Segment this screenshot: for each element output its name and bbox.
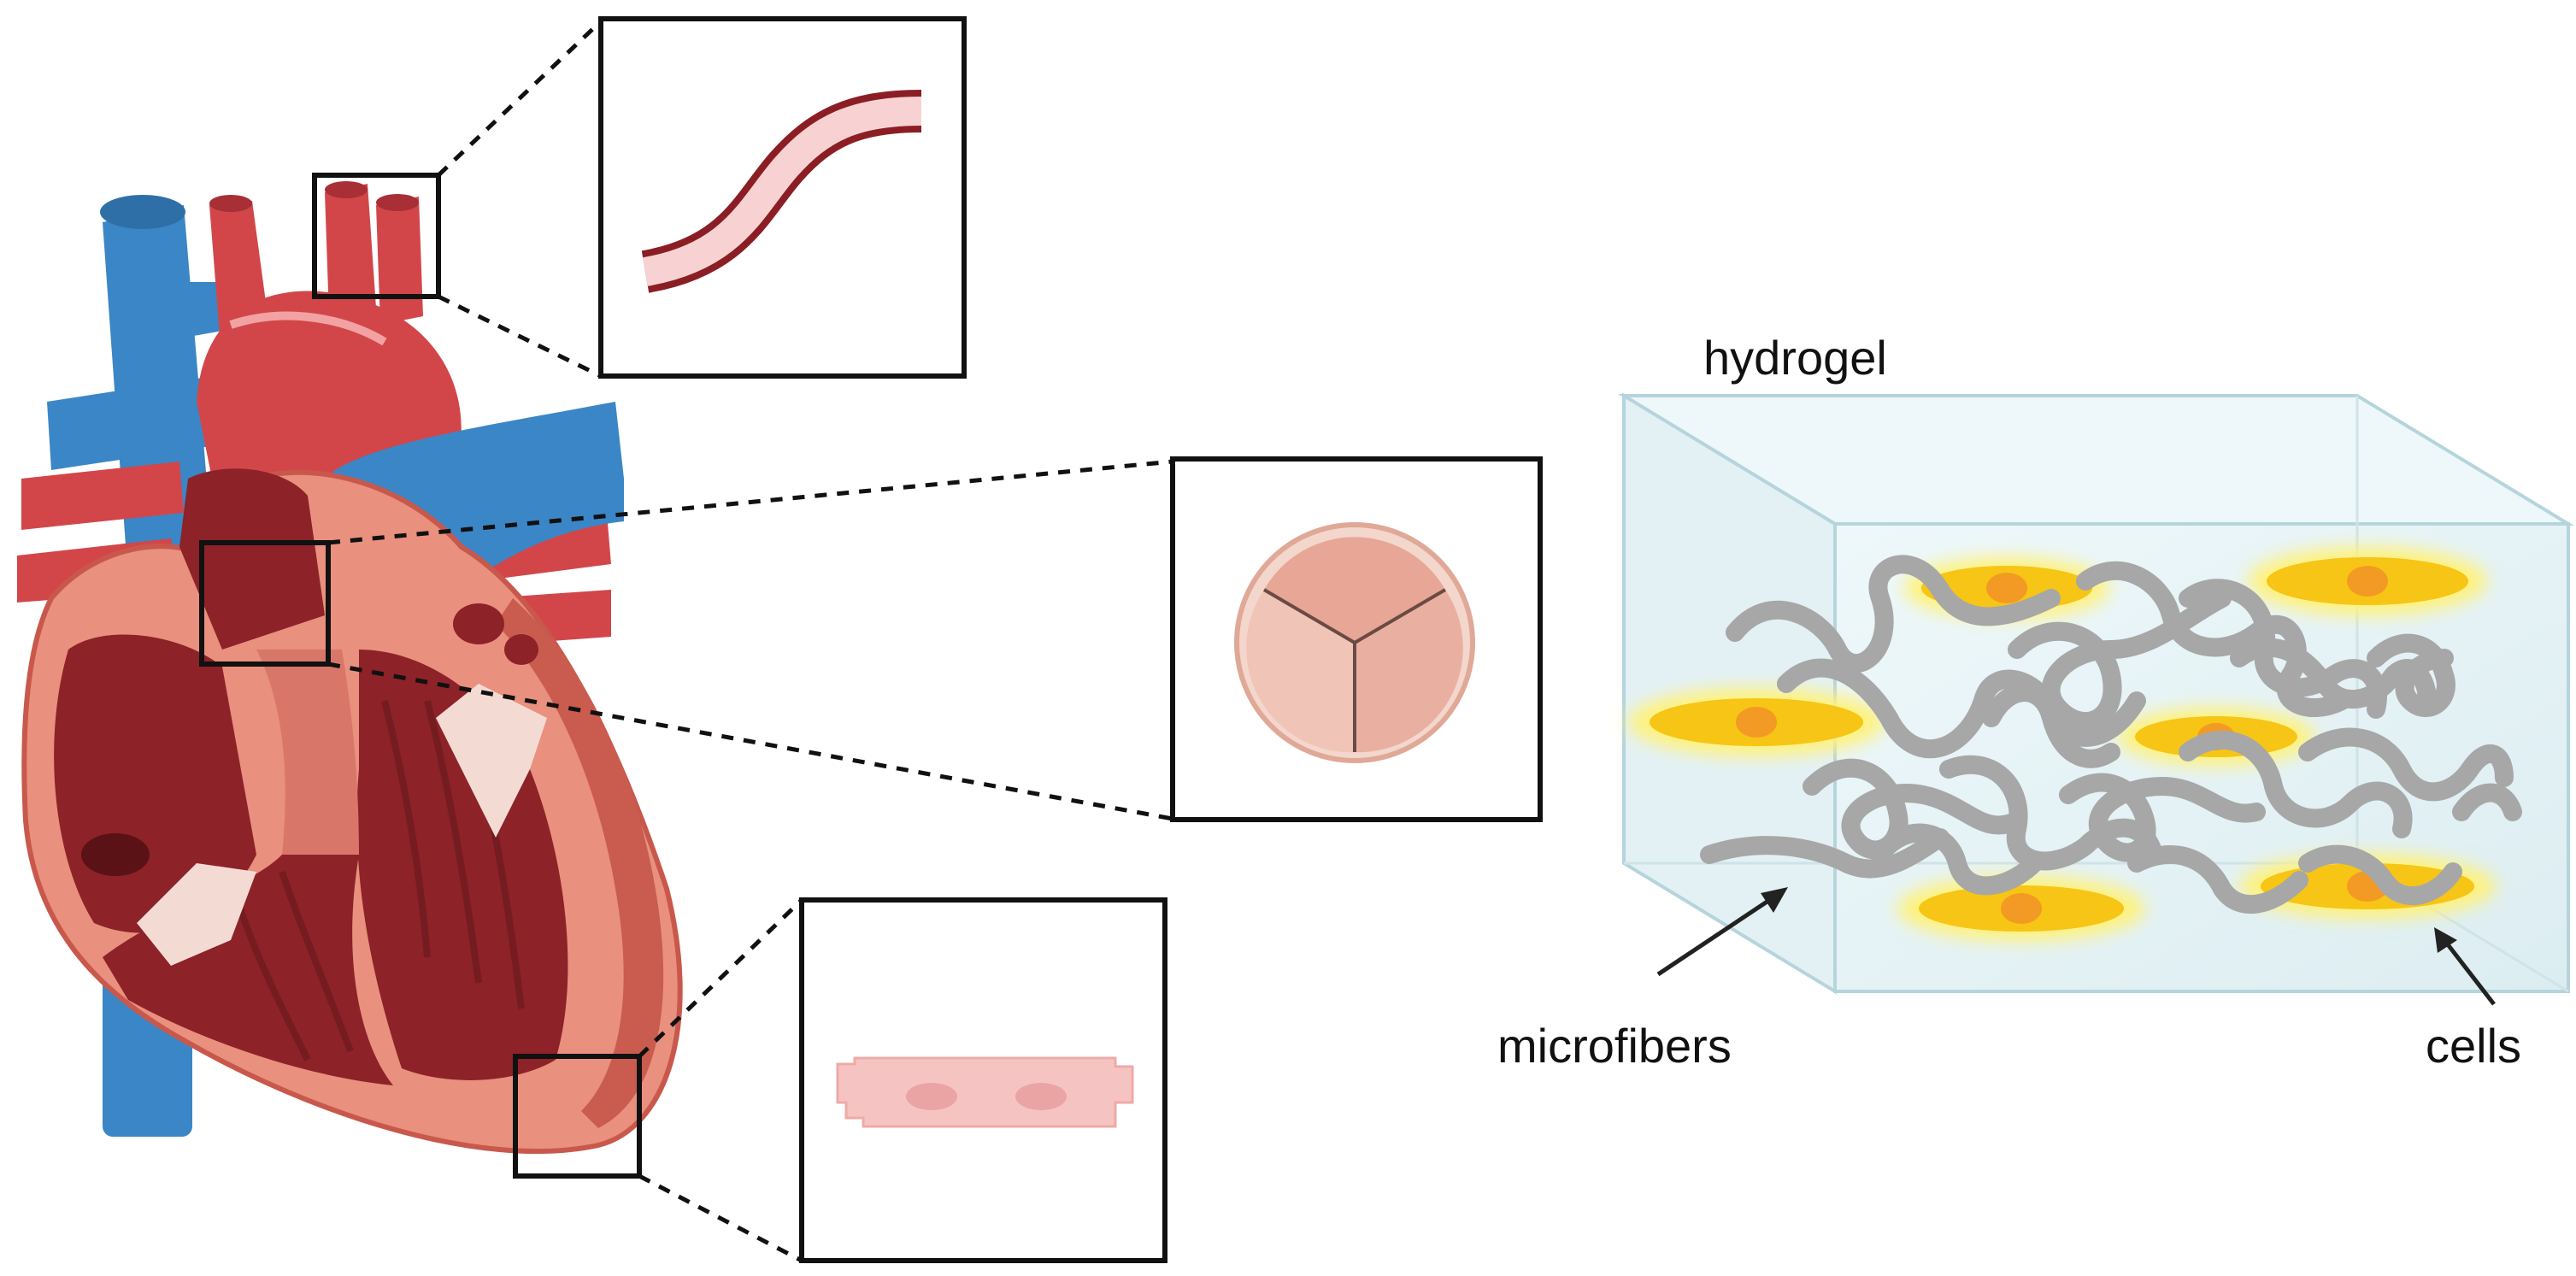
cell <box>1897 876 2145 941</box>
highlight-box-valve <box>199 540 331 667</box>
callout-heart-valve <box>199 456 1543 822</box>
hydrogel-construct <box>1617 392 2575 1006</box>
microfibers-network <box>1700 555 2522 914</box>
cardiomyocyte-icon <box>836 1056 1134 1128</box>
heart-valve-icon <box>1234 522 1475 763</box>
hydrogel-label: hydrogel <box>1703 331 1887 385</box>
callout-blood-vessel <box>312 16 967 379</box>
highlight-box-vessel <box>312 173 441 299</box>
cell <box>1628 688 1885 756</box>
arrow-microfibers <box>1656 887 1788 977</box>
callout-cardiomyocyte <box>513 897 1167 1263</box>
microfibers-label: microfibers <box>1497 1019 1732 1073</box>
highlight-box-myocardium <box>513 1054 642 1179</box>
heart-illustration <box>17 181 683 1155</box>
right-ventricle-chamber <box>103 855 393 1085</box>
arrow-cells <box>2434 927 2496 1006</box>
cell <box>2248 547 2487 615</box>
cells-label: cells <box>2426 1019 2521 1073</box>
